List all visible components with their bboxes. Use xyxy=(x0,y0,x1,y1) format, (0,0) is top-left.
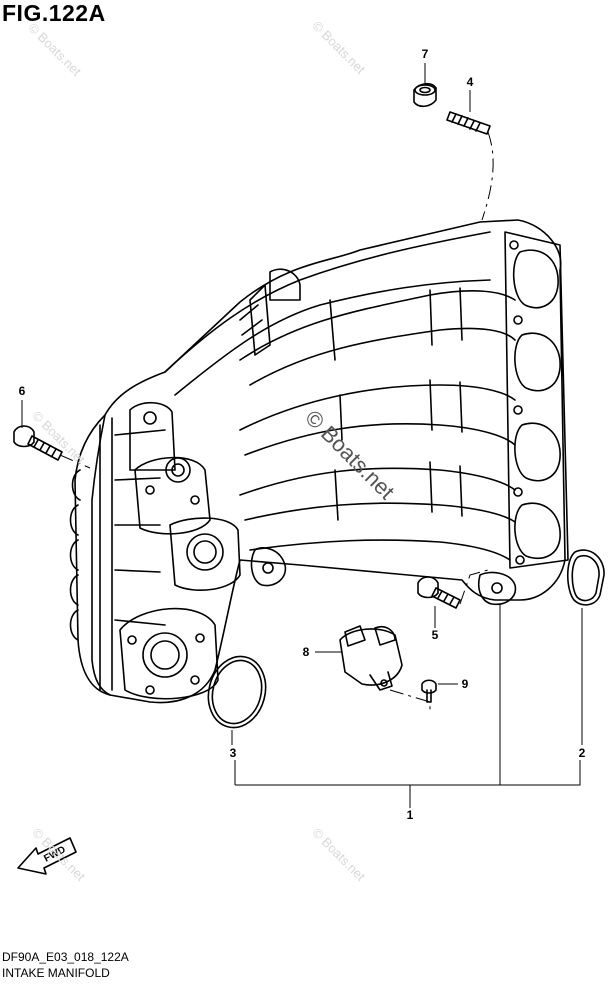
callout-2: 2 xyxy=(578,746,586,760)
leader-lines xyxy=(21,63,583,808)
diagram-name: INTAKE MANIFOLD xyxy=(2,966,110,980)
stud-bolt xyxy=(446,111,491,135)
callout-6: 6 xyxy=(18,384,26,398)
callout-1: 1 xyxy=(406,808,414,822)
callout-4: 4 xyxy=(466,75,474,89)
callout-9: 9 xyxy=(461,677,469,691)
assembly-dashed-lines xyxy=(59,131,494,710)
diagram-code: DF90A_E03_018_122A xyxy=(2,950,129,964)
callout-5: 5 xyxy=(431,628,439,642)
manifold-pressure-sensor xyxy=(339,625,403,691)
flange-bolt-center xyxy=(417,576,461,609)
flange-bolt-left xyxy=(13,425,63,461)
nut xyxy=(413,82,437,108)
screw xyxy=(421,679,437,703)
gasket-right xyxy=(566,549,605,606)
callout-7: 7 xyxy=(421,47,429,61)
fwd-arrow xyxy=(17,837,77,875)
o-ring xyxy=(207,655,267,729)
figure-title: FIG.122A xyxy=(2,0,106,26)
callout-3: 3 xyxy=(229,746,237,760)
intake-manifold xyxy=(69,219,569,704)
callout-8: 8 xyxy=(302,645,310,659)
